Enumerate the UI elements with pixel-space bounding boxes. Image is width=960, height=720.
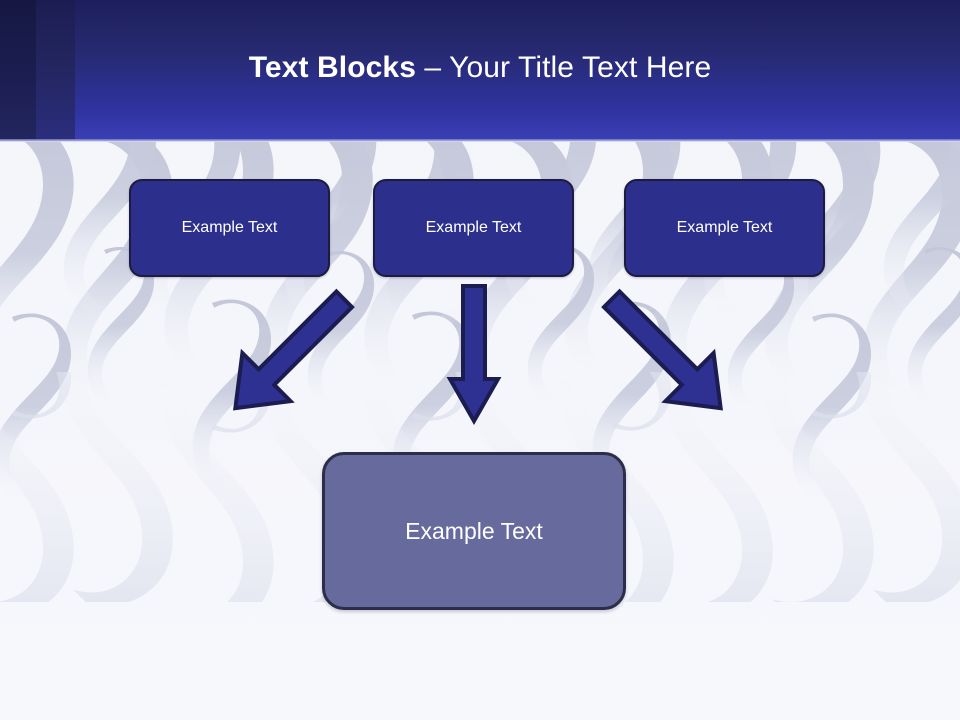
text-block-3[interactable]: Example Text (624, 179, 825, 277)
page-title: Text Blocks – Your Title Text Here (0, 47, 960, 89)
text-block-3-label: Example Text (676, 219, 773, 236)
banner-accent-band (36, 0, 75, 141)
title-banner: Text Blocks – Your Title Text Here (0, 0, 960, 141)
banner-dark-band (0, 0, 36, 141)
summary-text-block-label: Example Text (405, 517, 543, 544)
banner-main-band (75, 0, 960, 141)
summary-text-block[interactable]: Example Text (322, 452, 626, 610)
text-block-2[interactable]: Example Text (373, 179, 574, 277)
banner-underline (0, 139, 960, 142)
page-title-separator: – (416, 51, 450, 84)
page-title-regular: Your Title Text Here (449, 51, 712, 84)
text-block-1[interactable]: Example Text (129, 179, 330, 277)
page-title-bold: Text Blocks (248, 51, 416, 84)
text-block-2-label: Example Text (425, 219, 522, 236)
text-block-1-label: Example Text (181, 219, 278, 236)
